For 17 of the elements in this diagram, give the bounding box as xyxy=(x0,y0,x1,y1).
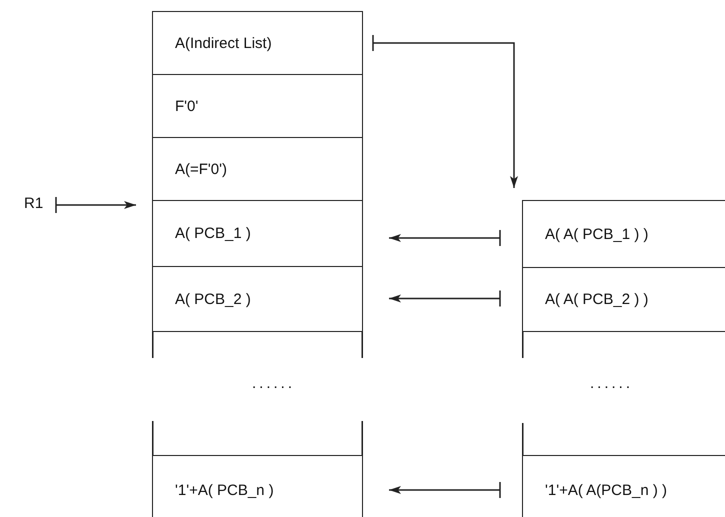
memory-cell: A(=F'0') xyxy=(152,137,363,201)
memory-cell: A( A( PCB_1 ) ) xyxy=(522,200,725,268)
memory-cell: A( PCB_1 ) xyxy=(152,200,363,267)
memory-cell: A( A( PCB_2 ) ) xyxy=(522,267,725,332)
memory-cell: '1'+A( A(PCB_n ) ) xyxy=(522,455,725,517)
pointer-arrow xyxy=(55,196,136,214)
pointer-arrow xyxy=(389,290,501,308)
pointer-arrow xyxy=(372,34,518,188)
memory-cell: A(Indirect List) xyxy=(152,11,363,75)
pointer-arrow xyxy=(389,481,501,499)
pointer-arrow xyxy=(389,229,501,247)
ellipsis-text: ...... xyxy=(590,375,634,392)
register-label: R1 xyxy=(24,195,44,212)
memory-cell: A( PCB_2 ) xyxy=(152,266,363,332)
memory-cell: '1'+A( PCB_n ) xyxy=(152,455,363,517)
ellipsis-text: ...... xyxy=(252,375,296,392)
memory-cell: F'0' xyxy=(152,74,363,138)
